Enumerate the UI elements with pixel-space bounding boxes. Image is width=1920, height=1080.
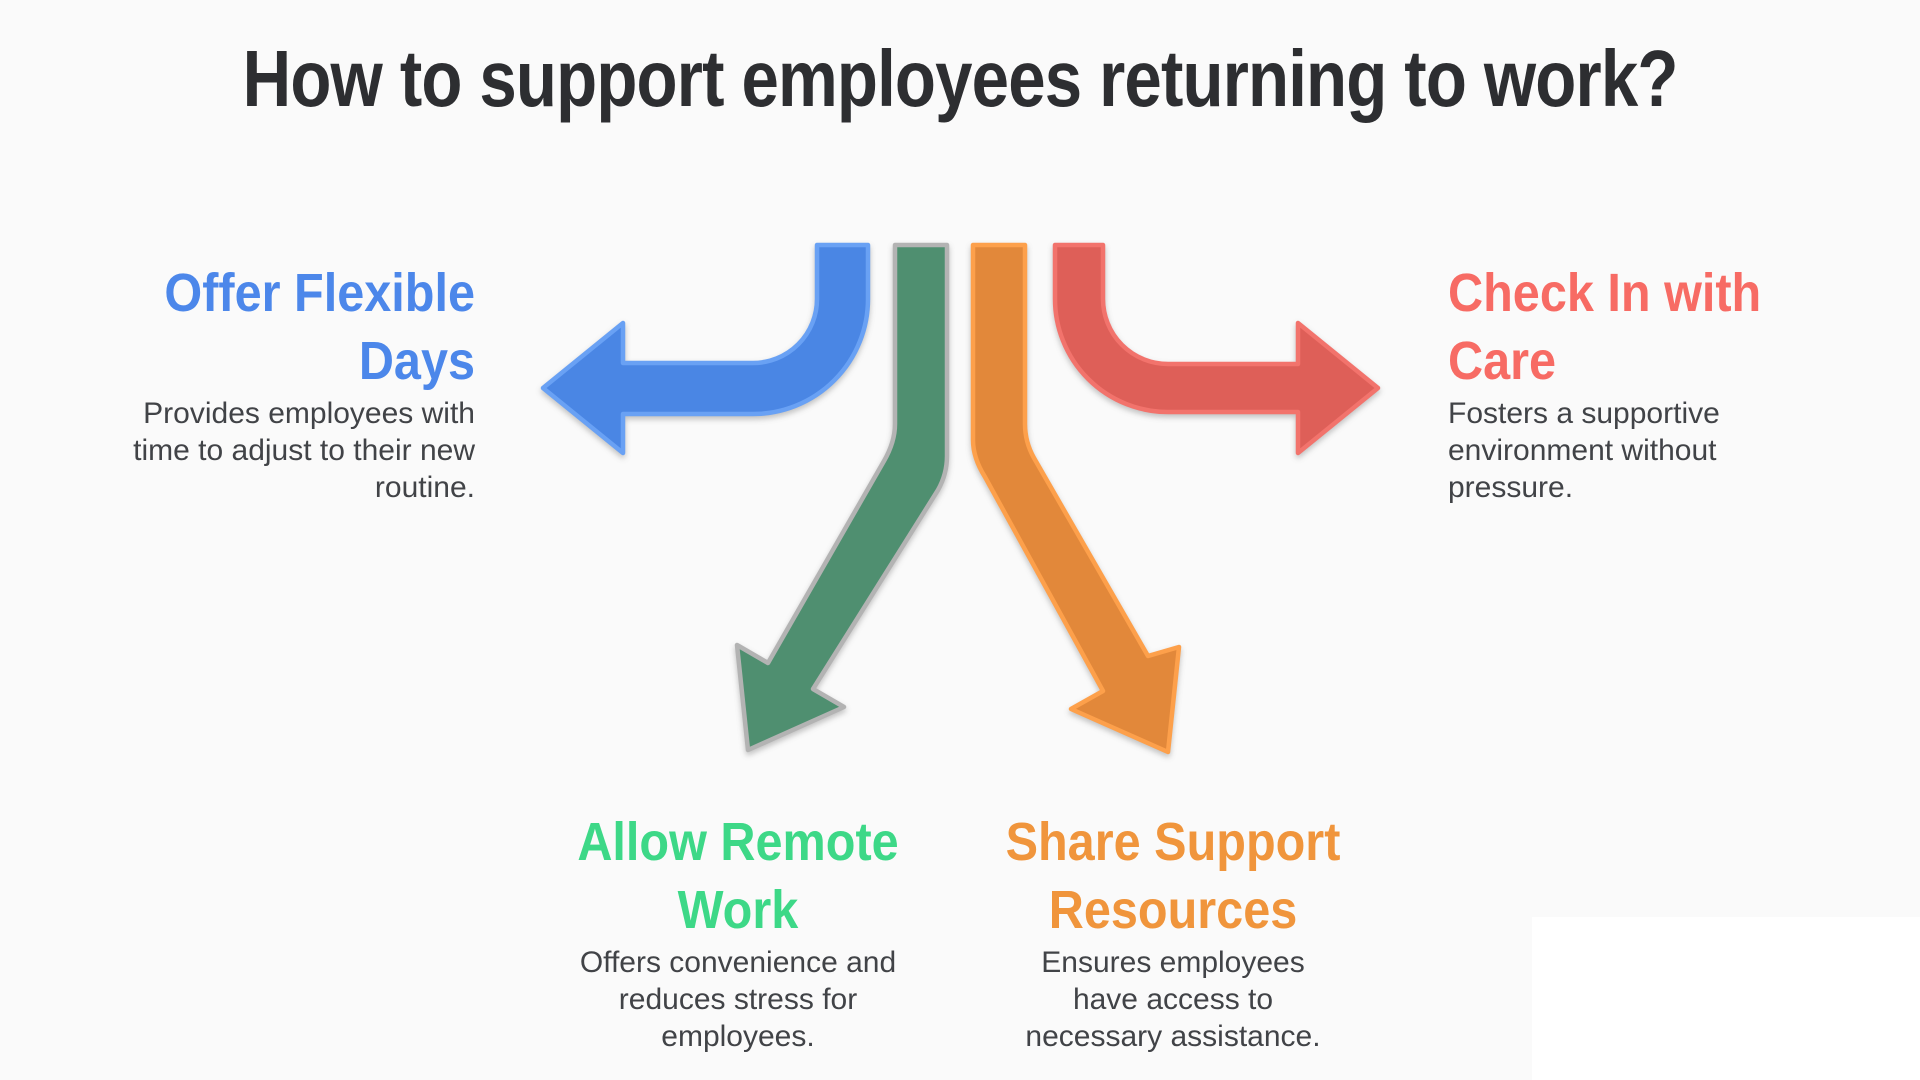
description-offer-flexible-days: Provides employees with time to adjust t… [100, 395, 475, 506]
heading-line: Allow Remote [577, 812, 899, 872]
page-title: How to support employees returning to wo… [0, 36, 1920, 122]
page-title-text: How to support employees returning to wo… [242, 34, 1679, 123]
description-check-in-with-care: Fosters a supportive environment without… [1448, 395, 1868, 506]
heading-line: Days [358, 331, 475, 391]
arrow-offer-flexible-days-left [540, 242, 871, 456]
description-line: routine. [374, 471, 475, 504]
heading-line: Check In with [1448, 263, 1762, 323]
description-line: Offers convenience and [579, 946, 897, 979]
description-line: Provides employees with [143, 397, 475, 430]
heading-line: Care [1448, 331, 1557, 391]
section-allow-remote-work: Allow Remote Work Offers convenience and… [538, 808, 938, 1055]
heading-line: Work [677, 880, 799, 940]
section-check-in-with-care: Check In with Care Fosters a supportive … [1448, 259, 1868, 506]
section-offer-flexible-days: Offer Flexible Days Provides employees w… [100, 259, 475, 506]
arrow-allow-remote-work-down-left [734, 242, 950, 753]
description-line: necessary assistance. [1025, 1020, 1321, 1053]
corner-white-patch [1532, 917, 1920, 1080]
heading-line: Offer Flexible [164, 263, 475, 323]
description-line: Fosters a supportive [1448, 397, 1720, 430]
description-share-support-resources: Ensures employees have access to necessa… [973, 944, 1373, 1055]
heading-line: Share Support [1005, 812, 1341, 872]
section-share-support-resources: Share Support Resources Ensures employee… [973, 808, 1373, 1055]
description-line: Ensures employees [1041, 946, 1305, 979]
description-line: reduces stress for [618, 983, 858, 1016]
description-line: pressure. [1448, 471, 1574, 504]
description-line: have access to [1072, 983, 1274, 1016]
description-allow-remote-work: Offers convenience and reduces stress fo… [538, 944, 938, 1055]
arrow-check-in-with-care-right [1052, 242, 1381, 456]
description-line: employees. [661, 1020, 815, 1053]
heading-share-support-resources: Share Support Resources [993, 808, 1353, 944]
description-line: environment without [1448, 434, 1717, 467]
heading-line: Resources [1048, 880, 1298, 940]
arrow-share-support-resources-down-right [970, 242, 1182, 755]
heading-check-in-with-care: Check In with Care [1448, 259, 1826, 395]
heading-offer-flexible-days: Offer Flexible Days [138, 259, 475, 395]
heading-allow-remote-work: Allow Remote Work [558, 808, 918, 944]
description-line: time to adjust to their new [133, 434, 475, 467]
